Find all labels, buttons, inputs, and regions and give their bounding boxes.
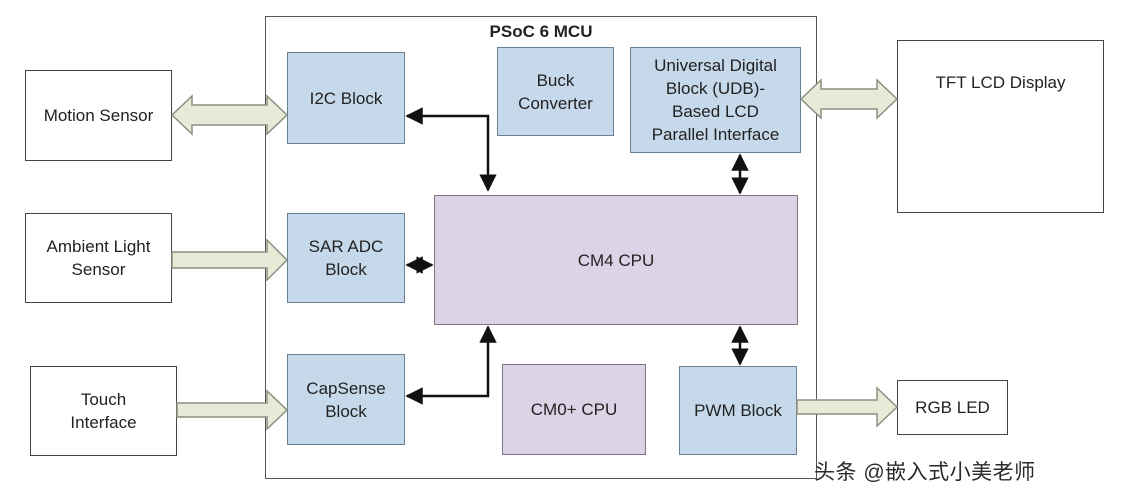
i2c-cm4-connector bbox=[405, 107, 497, 192]
mcu-title: PSoC 6 MCU bbox=[489, 22, 593, 41]
touch-interface-label: Touch Interface bbox=[70, 390, 137, 432]
tft-lcd-display-box: TFT LCD Display bbox=[897, 40, 1104, 213]
watermark: 头条 @嵌入式小美老师 bbox=[814, 461, 1036, 484]
capsense-block: CapSense Block bbox=[287, 354, 405, 445]
buck-converter-block: Buck Converter bbox=[497, 47, 614, 136]
pwm-rgb-led-arrow bbox=[796, 386, 899, 428]
sar-adc-block: SAR ADC Block bbox=[287, 213, 405, 303]
pwm-block: PWM Block bbox=[679, 366, 797, 455]
cm0-cpu-label: CM0+ CPU bbox=[530, 400, 618, 419]
ambient-light-sensor-box: Ambient Light Sensor bbox=[25, 213, 172, 303]
udb-tft-arrow bbox=[799, 78, 899, 120]
sar-adc-block-label: SAR ADC Block bbox=[308, 237, 384, 279]
pwm-block-label: PWM Block bbox=[694, 401, 782, 420]
motion-sensor-i2c-arrow bbox=[170, 94, 289, 136]
cm0-cpu-block: CM0+ CPU bbox=[502, 364, 646, 455]
ambient-light-sar-adc-arrow bbox=[171, 238, 289, 282]
capsense-cm4-connector bbox=[405, 325, 497, 405]
cm4-cpu-label: CM4 CPU bbox=[577, 250, 655, 270]
ambient-light-sensor-label: Ambient Light Sensor bbox=[46, 237, 151, 279]
capsense-block-label: CapSense Block bbox=[306, 378, 386, 421]
touch-capsense-arrow bbox=[176, 389, 289, 431]
udb-lcd-interface-label: Universal Digital Block (UDB)- Based LCD… bbox=[651, 56, 780, 144]
i2c-block: I2C Block bbox=[287, 52, 405, 144]
buck-converter-label: Buck Converter bbox=[518, 70, 593, 113]
cm4-cpu-block: CM4 CPU bbox=[434, 195, 798, 325]
tft-lcd-display-label: TFT LCD Display bbox=[935, 73, 1066, 92]
motion-sensor-box: Motion Sensor bbox=[25, 70, 172, 161]
rgb-led-box: RGB LED bbox=[897, 380, 1008, 435]
i2c-block-label: I2C Block bbox=[309, 88, 383, 108]
motion-sensor-label: Motion Sensor bbox=[43, 106, 154, 125]
touch-interface-box: Touch Interface bbox=[30, 366, 177, 456]
udb-lcd-interface-block: Universal Digital Block (UDB)- Based LCD… bbox=[630, 47, 801, 153]
rgb-led-label: RGB LED bbox=[915, 398, 990, 417]
